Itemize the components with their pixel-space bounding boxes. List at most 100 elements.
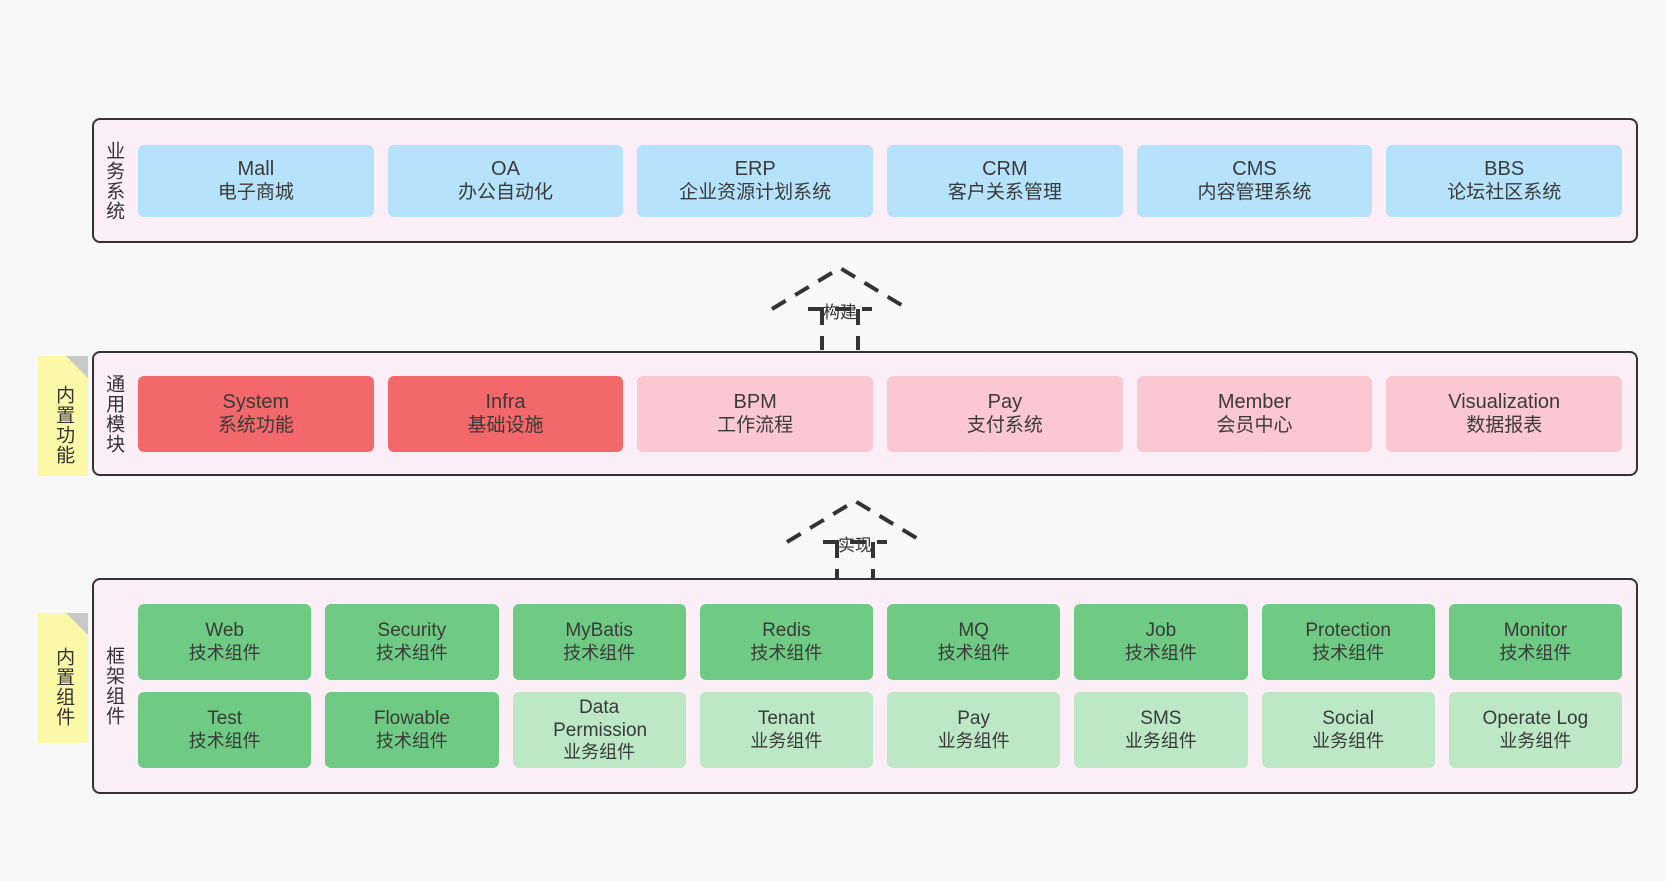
box-mall-en: Mall bbox=[237, 157, 275, 180]
box-oa-cn: 办公自动化 bbox=[458, 182, 554, 204]
box-member-cn: 会员中心 bbox=[1216, 415, 1293, 437]
box-cms[interactable]: CMS 内容管理系统 bbox=[1136, 144, 1373, 217]
box-bbs-en: BBS bbox=[1484, 157, 1525, 180]
connector-build-arrow bbox=[770, 265, 910, 350]
connector-build: 构建 bbox=[760, 262, 920, 350]
box-mybatis-en: MyBatis bbox=[565, 620, 633, 642]
box-member-en: Member bbox=[1217, 390, 1292, 413]
box-monitor[interactable]: Monitor 技术组件 bbox=[1448, 604, 1622, 680]
box-sms-en: SMS bbox=[1140, 708, 1182, 730]
box-job-cn: 技术组件 bbox=[1124, 642, 1197, 663]
box-security-cn: 技术组件 bbox=[375, 642, 448, 663]
framework-row-business: Test 技术组件 Flowable 技术组件 Data Permission … bbox=[138, 692, 1622, 768]
box-erp[interactable]: ERP 企业资源计划系统 bbox=[637, 144, 874, 217]
box-data-permission-cn: 业务组件 bbox=[563, 742, 636, 763]
box-visualization[interactable]: Visualization 数据报表 bbox=[1386, 375, 1623, 452]
box-operate-log-cn: 业务组件 bbox=[1499, 730, 1572, 751]
box-sms[interactable]: SMS 业务组件 bbox=[1074, 692, 1248, 768]
box-crm[interactable]: CRM 客户关系管理 bbox=[887, 144, 1123, 217]
box-flowable[interactable]: Flowable 技术组件 bbox=[325, 692, 499, 768]
box-redis-en: Redis bbox=[762, 620, 811, 642]
box-pay-component-en: Pay bbox=[957, 708, 990, 730]
box-infra[interactable]: Infra 基础设施 bbox=[387, 375, 624, 452]
box-member[interactable]: Member 会员中心 bbox=[1136, 375, 1373, 452]
note-builtin-component-text: 内置组件 bbox=[53, 647, 75, 727]
common-module-layer-title-text: 通用模块 bbox=[103, 373, 125, 454]
box-erp-cn: 企业资源计划系统 bbox=[679, 182, 832, 204]
box-mq-cn: 技术组件 bbox=[937, 642, 1010, 663]
box-infra-en: Infra bbox=[485, 390, 526, 413]
common-module-boxes: System 系统功能 Infra 基础设施 BPM 工作流程 Pay 支付系统… bbox=[132, 353, 1636, 474]
box-mall[interactable]: Mall 电子商城 bbox=[138, 144, 374, 217]
note-fold-corner-icon bbox=[66, 613, 88, 635]
box-cms-cn: 内容管理系统 bbox=[1197, 182, 1312, 204]
business-system-layer: 业务系统 Mall 电子商城 OA 办公自动化 ERP 企业资源计划系统 CRM… bbox=[92, 118, 1638, 243]
framework-component-layer-title: 框架组件 bbox=[94, 580, 132, 792]
box-crm-en: CRM bbox=[982, 157, 1028, 180]
box-protection-cn: 技术组件 bbox=[1312, 642, 1385, 663]
box-tenant-cn: 业务组件 bbox=[750, 730, 823, 751]
box-web[interactable]: Web 技术组件 bbox=[138, 604, 312, 680]
framework-row-technical: Web 技术组件 Security 技术组件 MyBatis 技术组件 Redi… bbox=[138, 604, 1622, 680]
common-module-layer-title: 通用模块 bbox=[94, 353, 132, 474]
box-operate-log[interactable]: Operate Log 业务组件 bbox=[1448, 692, 1622, 768]
box-system[interactable]: System 系统功能 bbox=[138, 375, 374, 452]
box-infra-cn: 基础设施 bbox=[467, 415, 544, 437]
business-system-boxes: Mall 电子商城 OA 办公自动化 ERP 企业资源计划系统 CRM 客户关系… bbox=[132, 120, 1636, 241]
box-erp-en: ERP bbox=[734, 157, 776, 180]
box-test-en: Test bbox=[207, 708, 243, 730]
box-oa[interactable]: OA 办公自动化 bbox=[387, 144, 624, 217]
box-tenant[interactable]: Tenant 业务组件 bbox=[699, 692, 873, 768]
box-monitor-en: Monitor bbox=[1503, 620, 1568, 642]
box-crm-cn: 客户关系管理 bbox=[947, 182, 1062, 204]
box-protection[interactable]: Protection 技术组件 bbox=[1261, 604, 1435, 680]
framework-component-layer: 框架组件 Web 技术组件 Security 技术组件 MyBatis 技术组件… bbox=[92, 578, 1638, 794]
business-system-layer-title: 业务系统 bbox=[94, 120, 132, 241]
note-builtin-component: 内置组件 bbox=[38, 613, 88, 743]
box-monitor-cn: 技术组件 bbox=[1499, 642, 1572, 663]
box-oa-en: OA bbox=[491, 157, 520, 180]
box-mybatis-cn: 技术组件 bbox=[563, 642, 636, 663]
box-web-cn: 技术组件 bbox=[188, 642, 261, 663]
connector-implement-arrow bbox=[785, 498, 925, 583]
box-visualization-en: Visualization bbox=[1448, 390, 1561, 413]
box-pay-en: Pay bbox=[987, 390, 1023, 413]
box-bpm-cn: 工作流程 bbox=[717, 415, 794, 437]
connector-implement: 实现 bbox=[775, 495, 935, 583]
box-job-en: Job bbox=[1145, 620, 1177, 642]
box-system-en: System bbox=[222, 390, 290, 413]
box-pay-cn: 支付系统 bbox=[966, 415, 1043, 437]
box-mq[interactable]: MQ 技术组件 bbox=[887, 604, 1061, 680]
box-bpm-en: BPM bbox=[733, 390, 777, 413]
box-protection-en: Protection bbox=[1305, 620, 1391, 642]
box-operate-log-en: Operate Log bbox=[1482, 708, 1589, 730]
box-redis[interactable]: Redis 技术组件 bbox=[699, 604, 873, 680]
box-pay[interactable]: Pay 支付系统 bbox=[887, 375, 1123, 452]
box-social-cn: 业务组件 bbox=[1312, 730, 1385, 751]
connector-build-label: 构建 bbox=[823, 303, 857, 322]
box-web-en: Web bbox=[205, 620, 244, 642]
box-mybatis[interactable]: MyBatis 技术组件 bbox=[512, 604, 686, 680]
box-security-en: Security bbox=[377, 620, 447, 642]
box-flowable-en: Flowable bbox=[373, 708, 450, 730]
box-mall-cn: 电子商城 bbox=[217, 182, 294, 204]
note-builtin-function-text: 内置功能 bbox=[53, 385, 75, 465]
box-bbs[interactable]: BBS 论坛社区系统 bbox=[1386, 144, 1623, 217]
box-data-permission-en: Data Permission bbox=[553, 696, 648, 742]
box-data-permission[interactable]: Data Permission 业务组件 bbox=[512, 692, 686, 768]
box-bbs-cn: 论坛社区系统 bbox=[1447, 182, 1562, 204]
box-pay-component[interactable]: Pay 业务组件 bbox=[887, 692, 1061, 768]
box-cms-en: CMS bbox=[1232, 157, 1277, 180]
note-builtin-function: 内置功能 bbox=[38, 356, 88, 476]
box-tenant-en: Tenant bbox=[757, 708, 815, 730]
box-bpm[interactable]: BPM 工作流程 bbox=[637, 375, 874, 452]
box-job[interactable]: Job 技术组件 bbox=[1074, 604, 1248, 680]
box-security[interactable]: Security 技术组件 bbox=[325, 604, 499, 680]
framework-component-boxes: Web 技术组件 Security 技术组件 MyBatis 技术组件 Redi… bbox=[132, 580, 1636, 792]
box-test-cn: 技术组件 bbox=[188, 730, 261, 751]
box-social[interactable]: Social 业务组件 bbox=[1261, 692, 1435, 768]
box-test[interactable]: Test 技术组件 bbox=[138, 692, 312, 768]
box-mq-en: MQ bbox=[958, 620, 989, 642]
common-module-layer: 通用模块 System 系统功能 Infra 基础设施 BPM 工作流程 Pay… bbox=[92, 351, 1638, 476]
